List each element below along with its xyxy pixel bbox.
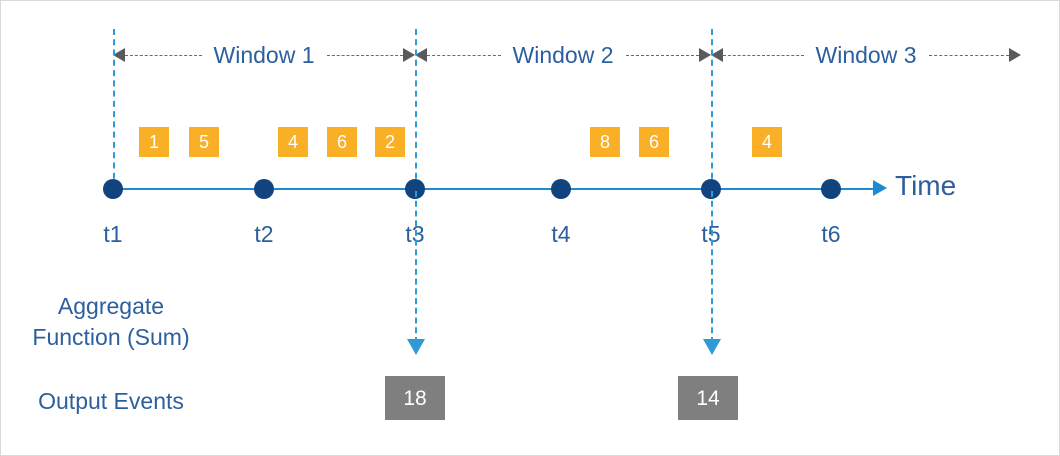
input-event-box: 4 <box>278 127 308 157</box>
span-dash-line <box>625 54 700 56</box>
output-events-label: Output Events <box>38 388 184 414</box>
timeline-dot-t1 <box>103 179 123 199</box>
span-dash-line <box>125 54 202 56</box>
arrow-left-icon <box>711 48 723 62</box>
tick-label-t2: t2 <box>254 221 274 247</box>
drop-line-t3-arrow-icon <box>407 339 425 355</box>
drop-line-t5-arrow-icon <box>703 339 721 355</box>
time-axis-label: Time <box>895 170 957 201</box>
timeline-dot-t5 <box>701 179 721 199</box>
output-event-box: 18 <box>385 376 445 420</box>
timeline-dot-t6 <box>821 179 841 199</box>
timeline-arrow-icon <box>873 180 887 196</box>
input-event-box: 4 <box>752 127 782 157</box>
divider-t5 <box>711 29 713 189</box>
input-event-box: 6 <box>639 127 669 157</box>
timeline-axis <box>113 188 875 190</box>
span-dash-line <box>326 54 404 56</box>
window-label-3: Window 3 <box>815 41 917 68</box>
divider-t3 <box>415 29 417 189</box>
window-span-2: Window 2 <box>415 35 712 75</box>
divider-t1 <box>113 29 115 189</box>
aggregate-function-label: Aggregate Function (Sum) <box>32 293 190 351</box>
window-span-3: Window 3 <box>711 35 1022 75</box>
tick-label-t4: t4 <box>551 221 571 247</box>
window-label-1: Window 1 <box>213 41 315 68</box>
window-label-2: Window 2 <box>512 41 614 68</box>
arrow-left-icon <box>113 48 125 62</box>
drop-line-t3 <box>415 191 417 343</box>
window-span-1: Window 1 <box>113 35 416 75</box>
span-dash-line <box>723 54 804 56</box>
arrow-left-icon <box>415 48 427 62</box>
input-event-box: 6 <box>327 127 357 157</box>
arrow-right-icon <box>403 48 416 62</box>
tick-label-t6: t6 <box>821 221 841 247</box>
timeline-dot-t4 <box>551 179 571 199</box>
tick-label-t1: t1 <box>103 221 123 247</box>
output-event-box: 14 <box>678 376 738 420</box>
timeline-dot-t2 <box>254 179 274 199</box>
span-dash-line <box>928 54 1010 56</box>
timeline-dot-t3 <box>405 179 425 199</box>
input-event-box: 2 <box>375 127 405 157</box>
drop-line-t5 <box>711 191 713 343</box>
input-event-box: 5 <box>189 127 219 157</box>
span-dash-line <box>427 54 501 56</box>
arrow-right-icon <box>699 48 712 62</box>
input-event-box: 1 <box>139 127 169 157</box>
arrow-right-icon <box>1009 48 1022 62</box>
input-event-box: 8 <box>590 127 620 157</box>
